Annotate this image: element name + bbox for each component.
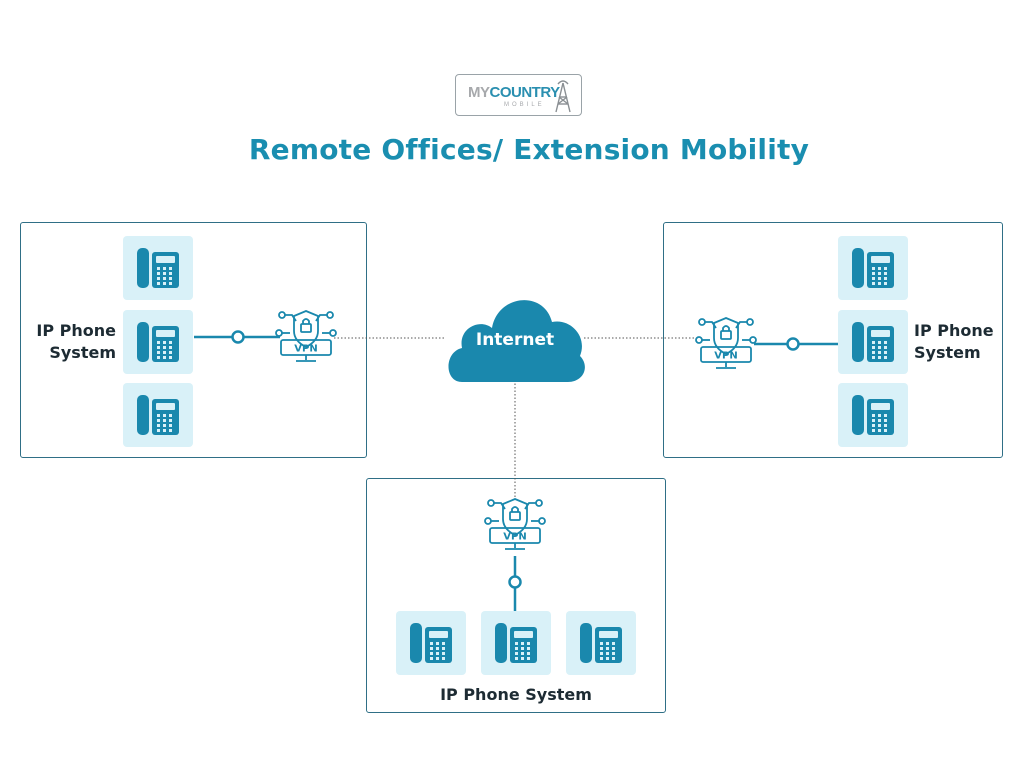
vpn-icon-bottom: VPN bbox=[483, 495, 547, 555]
svg-text:VPN: VPN bbox=[714, 351, 737, 362]
office-label-bottom: IP Phone System bbox=[440, 685, 592, 704]
lan-node-bottom bbox=[508, 575, 522, 589]
internet-label: Internet bbox=[475, 330, 555, 350]
ip-phone-left-2 bbox=[123, 310, 193, 374]
desk-phone-icon bbox=[852, 395, 894, 435]
ip-phone-left-1 bbox=[123, 236, 193, 300]
tower-icon bbox=[555, 80, 571, 113]
office-panel-right bbox=[663, 222, 1003, 458]
svg-text:VPN: VPN bbox=[503, 532, 526, 543]
internet-cloud-icon bbox=[448, 300, 585, 382]
ip-phone-bottom-1 bbox=[396, 611, 466, 675]
desk-phone-icon bbox=[495, 623, 537, 663]
lan-node-left bbox=[231, 330, 245, 344]
ip-phone-right-2 bbox=[838, 310, 908, 374]
ip-phone-right-1 bbox=[838, 236, 908, 300]
ip-phone-bottom-3 bbox=[566, 611, 636, 675]
vpn-icon-left: VPN bbox=[274, 307, 338, 367]
page-title: Remote Offices/ Extension Mobility bbox=[248, 133, 810, 166]
desk-phone-icon bbox=[580, 623, 622, 663]
brand-logo: MYCOUNTRY MOBILE bbox=[455, 74, 582, 116]
desk-phone-icon bbox=[852, 322, 894, 362]
ip-phone-right-3 bbox=[838, 383, 908, 447]
svg-text:VPN: VPN bbox=[294, 344, 317, 355]
logo-subtext: MOBILE bbox=[504, 102, 545, 108]
desk-phone-icon bbox=[137, 395, 179, 435]
ip-phone-bottom-2 bbox=[481, 611, 551, 675]
desk-phone-icon bbox=[852, 248, 894, 288]
vpn-icon-right: VPN bbox=[694, 314, 758, 374]
desk-phone-icon bbox=[410, 623, 452, 663]
desk-phone-icon bbox=[137, 322, 179, 362]
logo-wordmark: MYCOUNTRY bbox=[468, 84, 560, 101]
ip-phone-left-3 bbox=[123, 383, 193, 447]
lan-node-right bbox=[786, 337, 800, 351]
desk-phone-icon bbox=[137, 248, 179, 288]
